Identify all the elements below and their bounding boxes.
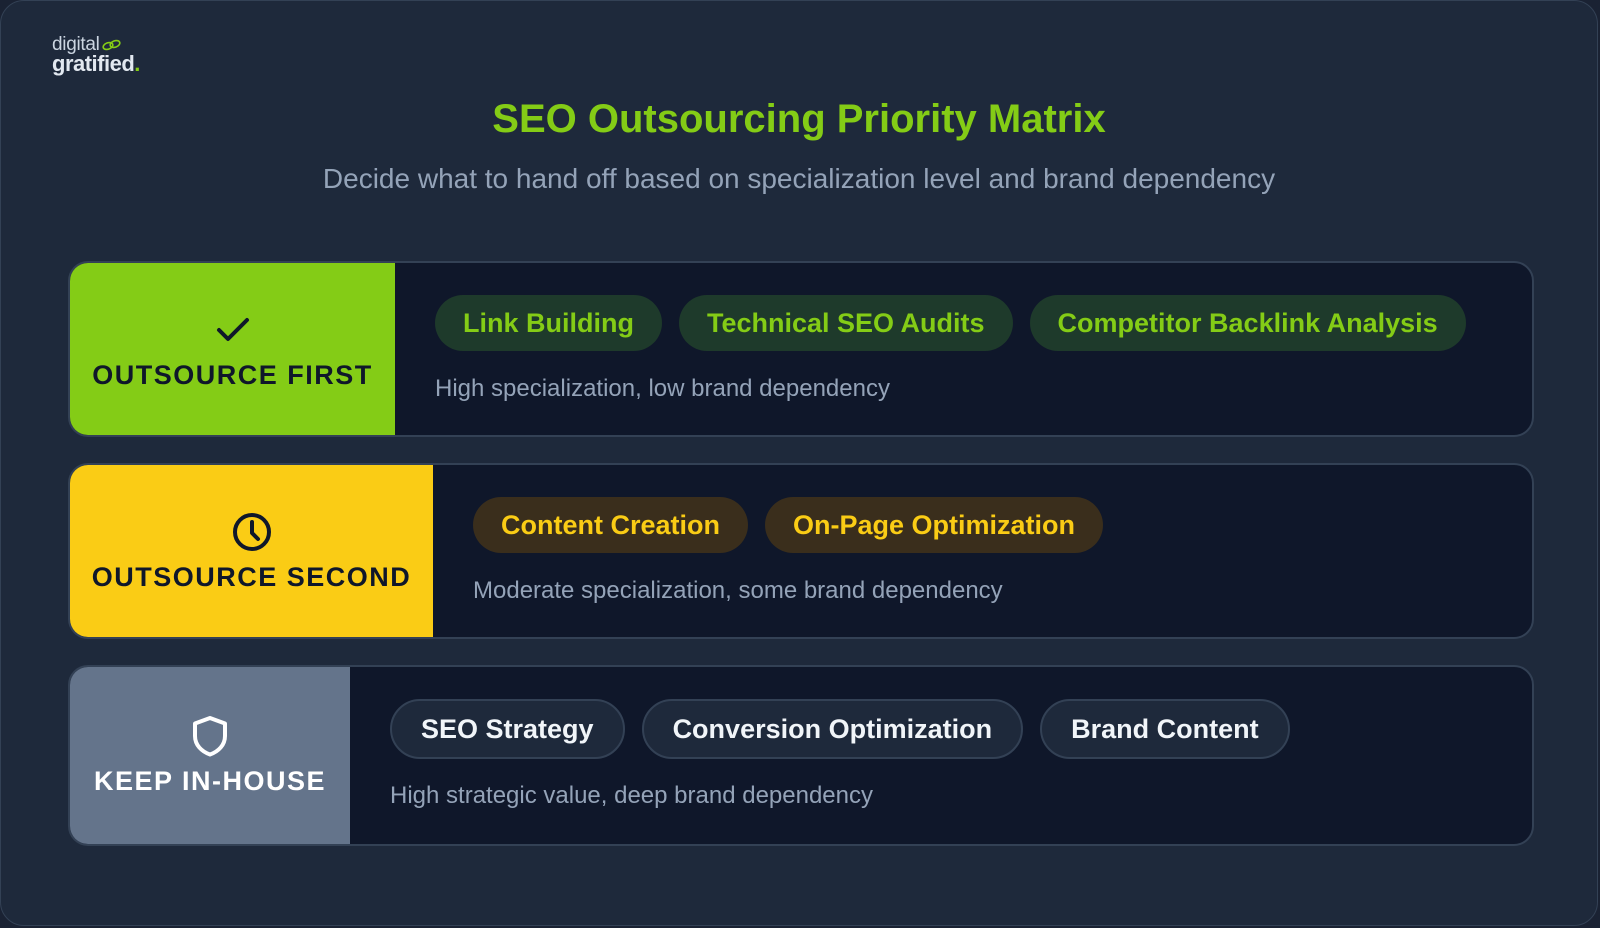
priority-description: High specialization, low brand dependenc… xyxy=(435,375,890,402)
priority-description: High strategic value, deep brand depende… xyxy=(390,782,873,809)
priority-label-block: KEEP IN-HOUSE xyxy=(70,667,350,844)
task-chip: Brand Content xyxy=(1040,699,1290,759)
page-subtitle: Decide what to hand off based on special… xyxy=(322,163,1276,194)
page-title: SEO Outsourcing Priority Matrix xyxy=(492,97,1106,141)
task-chip: Link Building xyxy=(435,295,662,351)
priority-label-block: OUTSOURCE SECOND xyxy=(70,465,433,637)
task-chip: Conversion Optimization xyxy=(641,699,1024,759)
logo-top: digital xyxy=(52,35,140,54)
task-chip: SEO Strategy xyxy=(390,699,625,759)
priority-row-outsource-second: OUTSOURCE SECOND Content Creation On-Pag… xyxy=(68,463,1534,639)
priority-content: SEO Strategy Conversion Optimization Bra… xyxy=(350,667,1532,844)
priority-content: Content Creation On-Page Optimization Mo… xyxy=(433,465,1532,637)
priority-row-keep-in-house: KEEP IN-HOUSE SEO Strategy Conversion Op… xyxy=(68,665,1534,846)
priority-label: KEEP IN-HOUSE xyxy=(93,766,327,796)
clock-icon xyxy=(230,510,274,554)
logo-top-text: digital xyxy=(52,34,100,55)
priority-label: OUTSOURCE FIRST xyxy=(92,359,373,390)
task-chip-list: Content Creation On-Page Optimization xyxy=(473,497,1104,553)
priority-description: Moderate specialization, some brand depe… xyxy=(473,577,1003,604)
link-icon xyxy=(101,39,121,50)
logo-dot: . xyxy=(134,51,140,76)
brand-logo: digital gratified. xyxy=(52,35,140,75)
task-chip-list: Link Building Technical SEO Audits Compe… xyxy=(435,295,1466,351)
priority-label-block: OUTSOURCE FIRST xyxy=(70,263,395,435)
check-icon xyxy=(211,308,255,352)
logo-bottom: gratified. xyxy=(52,53,140,75)
priority-label: OUTSOURCE SECOND xyxy=(91,561,412,592)
task-chip: Content Creation xyxy=(473,497,748,553)
priority-row-outsource-first: OUTSOURCE FIRST Link Building Technical … xyxy=(68,261,1534,437)
task-chip: Technical SEO Audits xyxy=(678,295,1013,351)
task-chip: Competitor Backlink Analysis xyxy=(1029,295,1466,351)
task-chip: On-Page Optimization xyxy=(765,497,1104,553)
task-chip-list: SEO Strategy Conversion Optimization Bra… xyxy=(390,699,1290,759)
shield-icon xyxy=(188,714,232,758)
logo-bottom-text: gratified xyxy=(52,51,135,76)
priority-content: Link Building Technical SEO Audits Compe… xyxy=(395,263,1532,435)
